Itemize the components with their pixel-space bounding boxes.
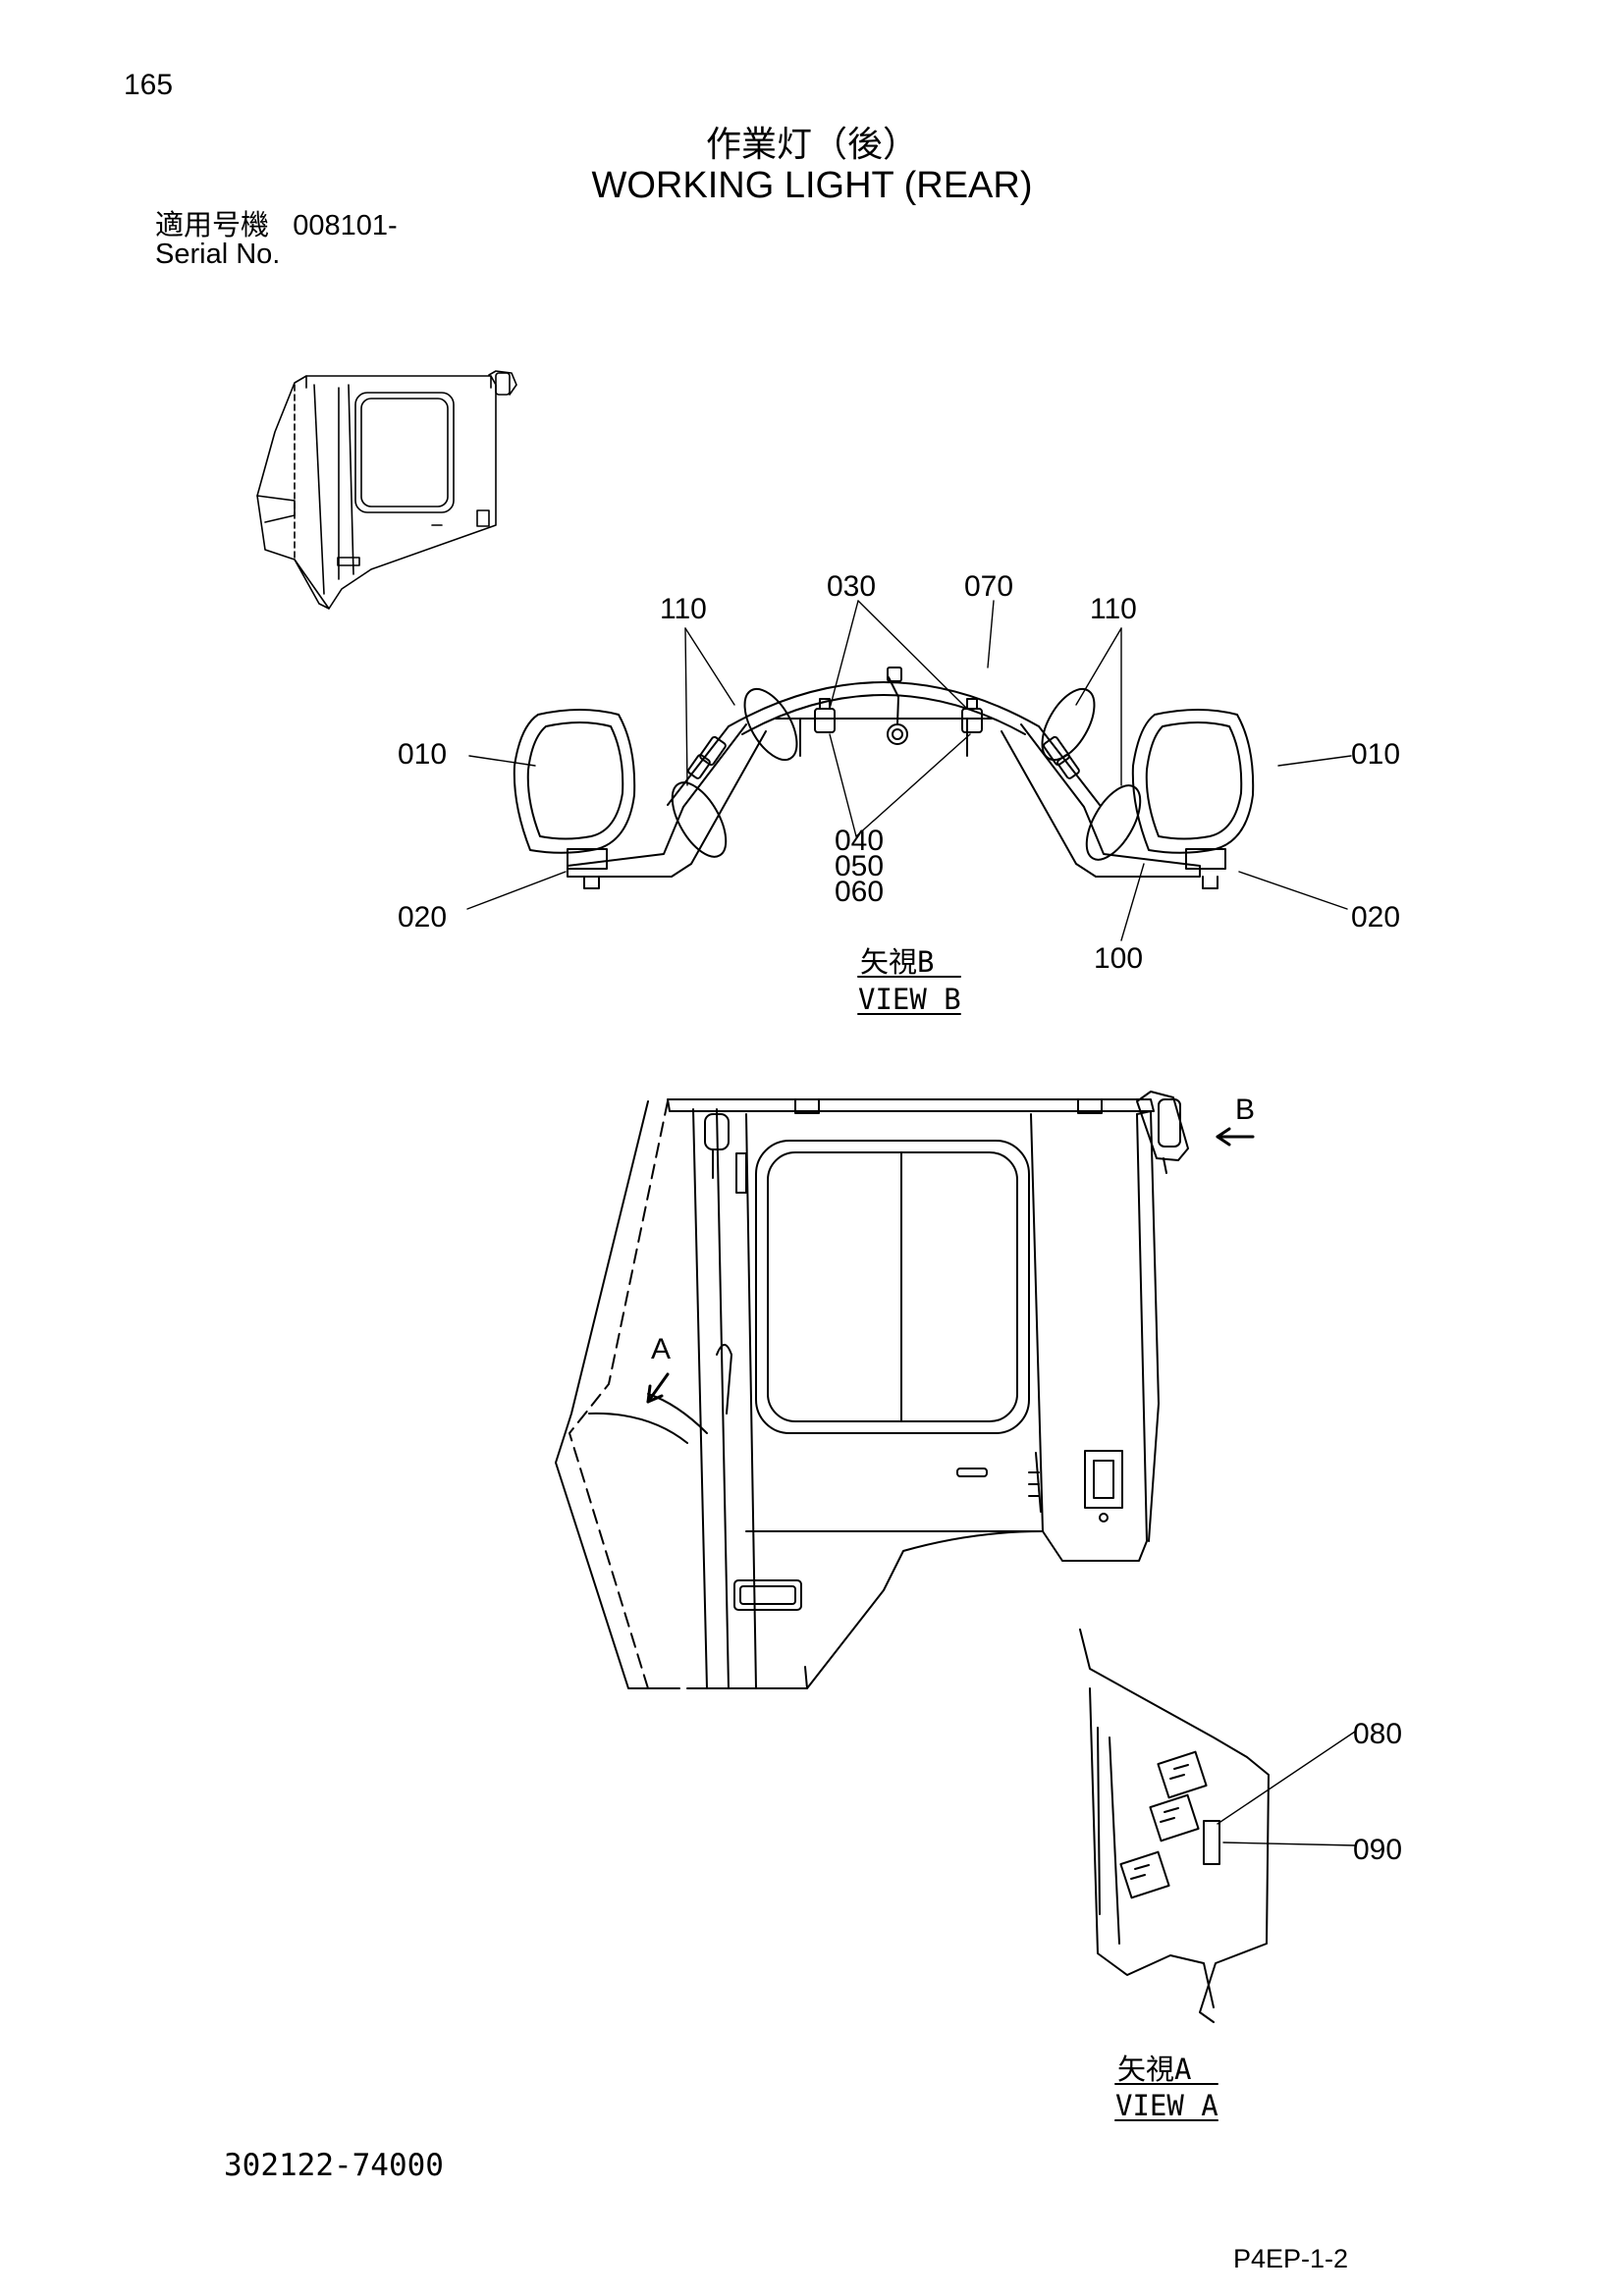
view-b-caption-jp: 矢視B — [860, 945, 934, 979]
label-050: 050 — [835, 850, 884, 882]
label-060: 060 — [835, 876, 884, 908]
view-b-caption-en: VIEW B — [858, 983, 961, 1016]
label-040: 040 — [835, 825, 884, 857]
view-b-assembly: 010 010 020 020 110 110 030 070 040 050 … — [398, 570, 1400, 1016]
page-number: 165 — [124, 69, 174, 101]
document-number: 302122-74000 — [224, 2148, 444, 2183]
serial-label-english: Serial No. — [155, 239, 281, 270]
label-080: 080 — [1353, 1718, 1402, 1750]
cab-thumbnail — [256, 370, 517, 610]
title-english: WORKING LIGHT (REAR) — [591, 165, 1033, 206]
title-japanese: 作業灯（後） — [705, 124, 918, 164]
cab-main-view: B A — [555, 1091, 1255, 1689]
label-030: 030 — [827, 570, 876, 603]
serial-label-japanese: 適用号機 — [155, 210, 270, 241]
view-a-caption-jp: 矢視A — [1117, 2053, 1191, 2086]
view-a-assembly: 080 090 矢視A VIEW A — [1079, 1629, 1402, 2122]
label-020-left: 020 — [398, 901, 447, 934]
arrow-a-label: A — [651, 1333, 671, 1365]
label-100: 100 — [1094, 942, 1143, 975]
serial-line: 適用号機 008101- — [155, 202, 398, 243]
serial-number: 008101- — [293, 210, 398, 241]
label-010-right: 010 — [1351, 738, 1400, 771]
view-b-leaders — [466, 600, 1352, 941]
arrow-b-label: B — [1235, 1094, 1255, 1126]
label-010-left: 010 — [398, 738, 447, 771]
view-a-caption-en: VIEW A — [1115, 2089, 1218, 2122]
label-110-left: 110 — [660, 593, 707, 625]
label-110-right: 110 — [1090, 593, 1137, 625]
label-070: 070 — [964, 570, 1013, 603]
label-090: 090 — [1353, 1834, 1402, 1866]
page-code: P4EP-1-2 — [1233, 2244, 1349, 2273]
label-020-right: 020 — [1351, 901, 1400, 934]
